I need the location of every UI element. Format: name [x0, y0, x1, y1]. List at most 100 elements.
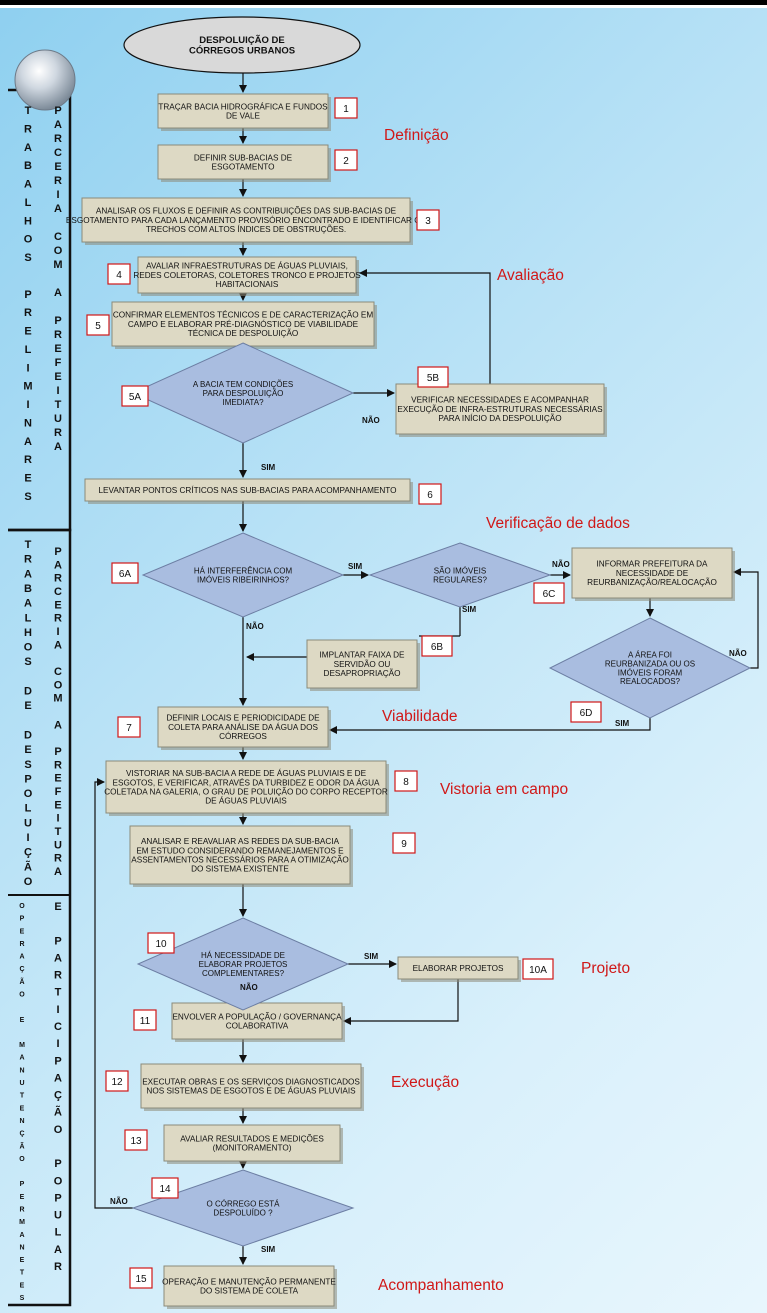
process-label-s5: CONFIRMAR ELEMENTOS TÉCNICOS E DE CARACT… [113, 310, 374, 338]
process-label-s10a: ELABORAR PROJETOS [413, 964, 504, 973]
process-box-s6: LEVANTAR PONTOS CRÍTICOS NAS SUB-BACIAS … [84, 478, 442, 505]
step-number-s6c-box [533, 582, 565, 604]
decision-number-d5a-text: 5A [129, 392, 142, 403]
phase-label: Definição [384, 127, 449, 144]
decision-number-d5a: 5A [121, 385, 149, 407]
process-label-s9: ANALISAR E REAVALIAR AS REDES DA SUB-BAC… [131, 837, 348, 874]
arrow-6d-6c [733, 568, 759, 669]
decision-number-d10: 10 [147, 932, 175, 954]
phase-label: Projeto [581, 960, 630, 977]
step-number-s6-text: 6 [427, 490, 433, 501]
step-number-s1: 1 [334, 97, 358, 119]
process-rect [306, 639, 418, 689]
process-rect [395, 383, 605, 435]
step-number-s5-text: 5 [95, 321, 101, 332]
step-number-s11: 11 [133, 1009, 157, 1031]
process-label-s12: EXECUTAR OBRAS E OS SERVIÇOS DIAGNOSTICA… [142, 1077, 360, 1095]
process-rect [105, 760, 387, 814]
process-label-s4: AVALIAR INFRAESTRUTURAS DE ÁGUAS PLUVIAI… [133, 261, 361, 289]
label-sim-14: SIM [261, 1245, 276, 1254]
process-box-s4: AVALIAR INFRAESTRUTURAS DE ÁGUAS PLUVIAI… [107, 256, 361, 296]
arrow-5b-4 [359, 269, 491, 384]
decision-diamond [368, 542, 552, 608]
process-box-s13: AVALIAR RESULTADOS E MEDIÇÕES(MONITORAME… [124, 1124, 343, 1164]
decision-number-d10-text: 10 [155, 939, 167, 950]
step-number-s9: 9 [392, 832, 416, 854]
step-number-s4-box [107, 263, 131, 285]
label-sim-10: SIM [364, 952, 379, 961]
glass-ball-icon [14, 49, 76, 111]
step-number-s15-box [129, 1267, 153, 1289]
process-rect [111, 301, 375, 347]
process-label-s3: ANALISAR OS FLUXOS E DEFINIR AS CONTRIBU… [66, 206, 427, 234]
step-number-s11-box [133, 1009, 157, 1031]
label-sim-reg: SIM [462, 605, 477, 614]
label-nao-6d: NÃO [729, 649, 747, 658]
process-rect [163, 1124, 341, 1162]
step-number-s8-box [394, 770, 418, 792]
step-number-s4-text: 4 [116, 270, 122, 281]
label-nao-14: NÃO [110, 1197, 128, 1206]
step-number-s6b-text: 6B [431, 642, 444, 653]
step-number-s5b: 5B [417, 366, 449, 388]
process-box-s12: EXECUTAR OBRAS E OS SERVIÇOS DIAGNOSTICA… [105, 1063, 364, 1111]
arrow-14-8 [94, 778, 133, 1209]
step-number-s10a-box [522, 958, 554, 980]
decision-number-d6d-box [570, 701, 602, 723]
decision-number-d6a-text: 6A [119, 569, 132, 580]
step-number-s8: 8 [394, 770, 418, 792]
label-sim-5a: SIM [261, 463, 276, 472]
step-number-s6b: 6B [421, 635, 453, 657]
top-rule [0, 0, 767, 5]
label-nao-reg: NÃO [552, 560, 570, 569]
sidebar-frame-2 [8, 528, 72, 895]
phase-label: Vistoria em campo [440, 781, 568, 798]
process-box-s10a: ELABORAR PROJETOS 10A [397, 956, 554, 982]
arrow-10a-11 [343, 979, 459, 1025]
step-number-s15-text: 15 [135, 1274, 147, 1285]
process-rect [81, 197, 411, 243]
label-sim-6d: SIM [615, 719, 630, 728]
process-rect [171, 1002, 343, 1040]
decision-diamond [141, 532, 345, 618]
decision-diamond [131, 342, 355, 444]
process-rect [157, 144, 329, 180]
step-number-s2: 2 [334, 149, 358, 171]
start-oval [123, 16, 361, 74]
process-box-s9: ANALISAR E REAVALIAR AS REDES DA SUB-BAC… [129, 825, 416, 887]
decision-number-d5a-box [121, 385, 149, 407]
label-nao-5a: NÃO [362, 416, 380, 425]
step-number-s7: 7 [117, 716, 141, 738]
step-number-s10a: 10A [522, 958, 554, 980]
step-number-s3-text: 3 [425, 216, 431, 227]
decision-number-d6d: 6D [570, 701, 602, 723]
decision-number-d6a: 6A [111, 562, 139, 584]
step-number-s13-text: 13 [130, 1136, 142, 1147]
step-number-s5-box [86, 314, 110, 336]
